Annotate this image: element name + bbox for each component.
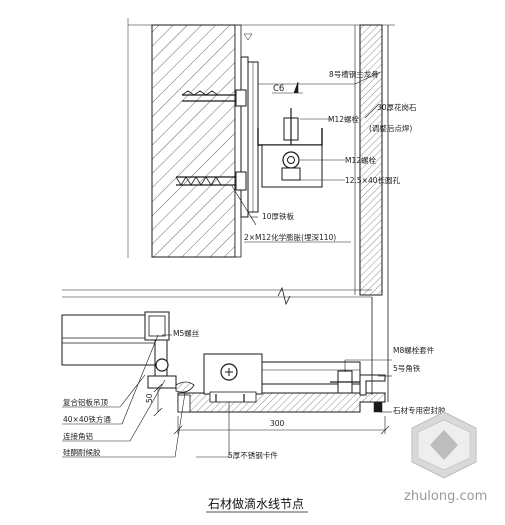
angle-iron-5 (359, 374, 386, 396)
label-granite-note: (调整后点焊) (369, 123, 412, 133)
section-mark: C6 (272, 81, 303, 94)
label-steel-plate: 10厚铁板 (262, 211, 295, 221)
break-mark-upper (243, 33, 253, 41)
granite-panel-upper (359, 24, 383, 296)
granite-drip-panel (177, 392, 386, 413)
steel-plate (240, 56, 249, 218)
dimension-50: 50 (145, 383, 163, 417)
chemical-anchor-upper (181, 89, 247, 107)
label-slot-hole: 12.5×40长圆孔 (345, 175, 401, 185)
label-m12-bolt-1: M12螺栓 (328, 114, 360, 124)
dimension-300: 300 (173, 416, 390, 435)
label-channel-steel: 8号槽钢主龙骨 (329, 69, 379, 79)
svg-text:C6: C6 (273, 84, 284, 94)
label-m5-screw: M5螺丝 (173, 328, 200, 338)
m12-bolt-head (282, 151, 300, 169)
label-m8-bolt: M8螺栓套件 (393, 345, 435, 355)
label-chem-anchor: 2×M12化学膨胀(埋深110) (244, 232, 336, 242)
aluminum-panel-ceiling (61, 314, 159, 366)
sealant-bead (373, 401, 383, 413)
svg-text:石材做滴水线节点: 石材做滴水线节点 (208, 496, 304, 511)
svg-text:50: 50 (145, 393, 154, 403)
label-sealant: 石材专用密封胶 (393, 405, 446, 415)
concrete-wall (151, 24, 236, 258)
watermark-logo: zhulong.com (404, 411, 487, 504)
svg-text:zhulong.com: zhulong.com (404, 489, 487, 504)
label-connect-angle: 连接角铝 (63, 431, 93, 441)
chemical-anchor-lower (175, 171, 247, 191)
label-panel-ceiling: 复合铝板吊顶 (63, 397, 108, 407)
drawing-title: 石材做滴水线节点 (206, 496, 308, 513)
label-square-tube: 40×40铁方通 (63, 414, 111, 424)
m5-screw (155, 358, 169, 372)
label-m12-bolt-2: M12螺栓 (345, 155, 377, 165)
label-ss-clip: 5厚不锈钢卡件 (228, 450, 278, 460)
leaders-upper (231, 71, 381, 226)
svg-text:300: 300 (270, 419, 285, 428)
label-granite: 30厚花岗石 (377, 102, 417, 112)
leaders-lower (62, 334, 392, 458)
label-silicone: 硅酮耐候胶 (63, 447, 101, 457)
label-angle-5: 5号角铁 (393, 363, 421, 373)
